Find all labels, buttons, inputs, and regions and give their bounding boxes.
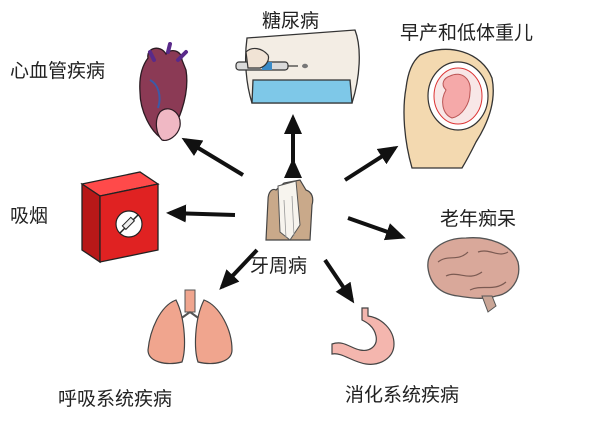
arrow-to-digestive: [323, 258, 355, 304]
brain-icon: [427, 237, 520, 313]
heart-icon: [139, 42, 188, 141]
label-dementia: 老年痴呆: [440, 208, 517, 230]
fetus-in-womb-icon: [403, 48, 494, 169]
label-diabetes: 糖尿病: [262, 10, 320, 32]
arrow-to-smoking: [166, 204, 236, 223]
label-preterm-low-birth-weight: 早产和低体重儿: [400, 22, 534, 44]
lungs-icon: [147, 289, 233, 365]
arrows: [166, 114, 406, 304]
arrow-to-cardiovascular: [181, 137, 245, 177]
stomach-icon: [331, 307, 395, 365]
label-smoking: 吸烟: [10, 205, 49, 227]
insulin-injection-icon: [235, 29, 360, 104]
label-digestive-disease: 消化系统疾病: [345, 384, 460, 406]
center-label-periodontal-disease: 牙周病: [250, 255, 308, 277]
arrow-to-dementia: [347, 216, 406, 241]
arrow-to-preterm: [343, 145, 399, 182]
cigarette-box-icon: [80, 171, 160, 264]
label-respiratory-disease: 呼吸系统疾病: [58, 388, 173, 410]
arrow-to-respiratory: [219, 248, 259, 290]
label-cardiovascular-disease: 心血管疾病: [10, 60, 106, 82]
tooth-icon: [265, 179, 314, 241]
